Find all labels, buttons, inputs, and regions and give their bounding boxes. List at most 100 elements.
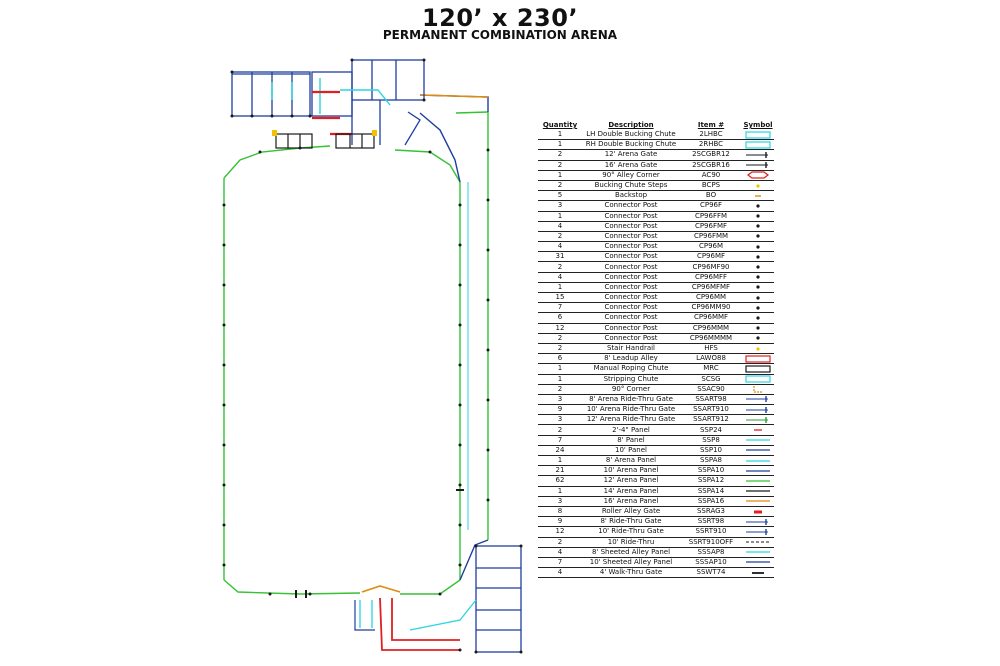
legend-symbol-gate-icon	[746, 416, 768, 423]
legend-symbol	[742, 130, 774, 141]
legend-symbol	[742, 292, 774, 304]
corner-top-right	[419, 94, 489, 98]
legend-description: Connector Post	[582, 302, 680, 314]
legend-item-number: SSRT910OFF	[680, 537, 742, 548]
legend-symbol-dot-icon	[756, 224, 760, 228]
legend-description: 8' Leadup Alley	[582, 353, 680, 365]
legend-symbol	[742, 261, 774, 273]
legend-quantity: 2	[538, 424, 582, 436]
legend-quantity: 1	[538, 374, 582, 385]
legend-description: Connector Post	[582, 272, 680, 283]
legend-description: LH Double Bucking Chute	[582, 130, 680, 141]
legend-description: Connector Post	[582, 211, 680, 222]
legend-description: Connector Post	[582, 323, 680, 334]
legend-item-number: SSSAP8	[680, 547, 742, 558]
legend-item-number: SSPA12	[680, 475, 742, 487]
legend-quantity: 9	[538, 516, 582, 528]
legend-symbol	[742, 404, 774, 416]
legend-item-number: CP96FMM	[680, 231, 742, 243]
legend-symbol	[742, 241, 774, 253]
legend-quantity: 4	[538, 567, 582, 579]
legend-symbol-gate-icon	[746, 406, 768, 413]
legend-description: 2'-4" Panel	[582, 424, 680, 436]
bottom-right-pens	[475, 545, 522, 653]
legend-quantity: 1	[538, 170, 582, 181]
arena-bottom-left-curve	[223, 579, 361, 595]
lh-bucking-chute	[275, 133, 313, 149]
legend-description: Connector Post	[582, 221, 680, 232]
legend-symbol-walk-icon	[752, 571, 764, 574]
legend-item-number: SCSG	[680, 374, 742, 385]
arena-top-left-curve	[223, 145, 331, 179]
pen-top-center	[311, 71, 353, 117]
legend-description: Connector Post	[582, 200, 680, 212]
legend-description: Stair Handrail	[582, 343, 680, 355]
legend-item-number: HFS	[680, 343, 742, 355]
legend-symbol	[742, 333, 774, 344]
legend-symbol-dot-icon	[756, 336, 760, 340]
legend-symbol-box-icon	[745, 130, 771, 139]
legend-symbol-dot-icon	[756, 234, 760, 239]
legend-item-number: SSART910	[680, 404, 742, 416]
legend-symbol	[742, 170, 774, 181]
legend-quantity: 2	[538, 180, 582, 192]
legend-quantity: 4	[538, 547, 582, 558]
bottom-alley-lane	[409, 599, 477, 631]
legend-item-number: LAWO88	[680, 353, 742, 365]
arena-top-right-curve	[394, 149, 461, 183]
legend-symbol	[742, 272, 774, 283]
legend-item-number: SSART98	[680, 394, 742, 406]
legend-quantity: 2	[538, 149, 582, 161]
legend-symbol	[742, 323, 774, 334]
legend-symbol	[742, 424, 774, 436]
legend-quantity: 1	[538, 455, 582, 467]
return-alley-curve	[419, 112, 461, 183]
page-subtitle: PERMANENT COMBINATION ARENA	[382, 28, 618, 42]
legend-item-number: 2SCGBR16	[680, 160, 742, 171]
legend-quantity: 7	[538, 435, 582, 446]
legend-item-number: SSPA14	[680, 486, 742, 497]
legend-description: Connector Post	[582, 251, 680, 263]
legend-item-number: CP96MMM	[680, 323, 742, 334]
legend-symbol-line-icon	[746, 551, 770, 553]
legend-item-number: BCPS	[680, 180, 742, 192]
legend-symbol-box-icon	[745, 141, 771, 149]
legend-item-number: CP96MMMM	[680, 333, 742, 344]
legend-symbol	[742, 506, 774, 518]
legend-description: Connector Post	[582, 261, 680, 273]
legend-item-number: SSP8	[680, 435, 742, 446]
legend-quantity: 4	[538, 272, 582, 283]
legend-symbol	[742, 149, 774, 161]
legend-symbol	[742, 414, 774, 426]
arena-bottom-right	[400, 579, 461, 595]
legend-quantity: 2	[538, 537, 582, 548]
legend-description: Connector Post	[582, 282, 680, 294]
legend-item-number: 2LHBC	[680, 130, 742, 141]
legend-item-number: CP96MM90	[680, 302, 742, 314]
legend-symbol-line-icon	[746, 470, 770, 472]
legend-quantity: 1	[538, 363, 582, 375]
legend-symbol-dot-icon	[756, 306, 760, 310]
legend-symbol	[742, 160, 774, 171]
legend-item-number: 2SCGBR12	[680, 149, 742, 161]
legend-quantity: 62	[538, 475, 582, 487]
legend-quantity: 3	[538, 496, 582, 507]
legend-description: 10' Panel	[582, 445, 680, 457]
connector-posts	[222, 58, 523, 654]
legend-quantity: 3	[538, 414, 582, 426]
legend-description: 10' Sheeted Alley Panel	[582, 557, 680, 569]
legend-description: 90° Alley Corner	[582, 170, 680, 181]
legend-quantity: 1	[538, 130, 582, 141]
